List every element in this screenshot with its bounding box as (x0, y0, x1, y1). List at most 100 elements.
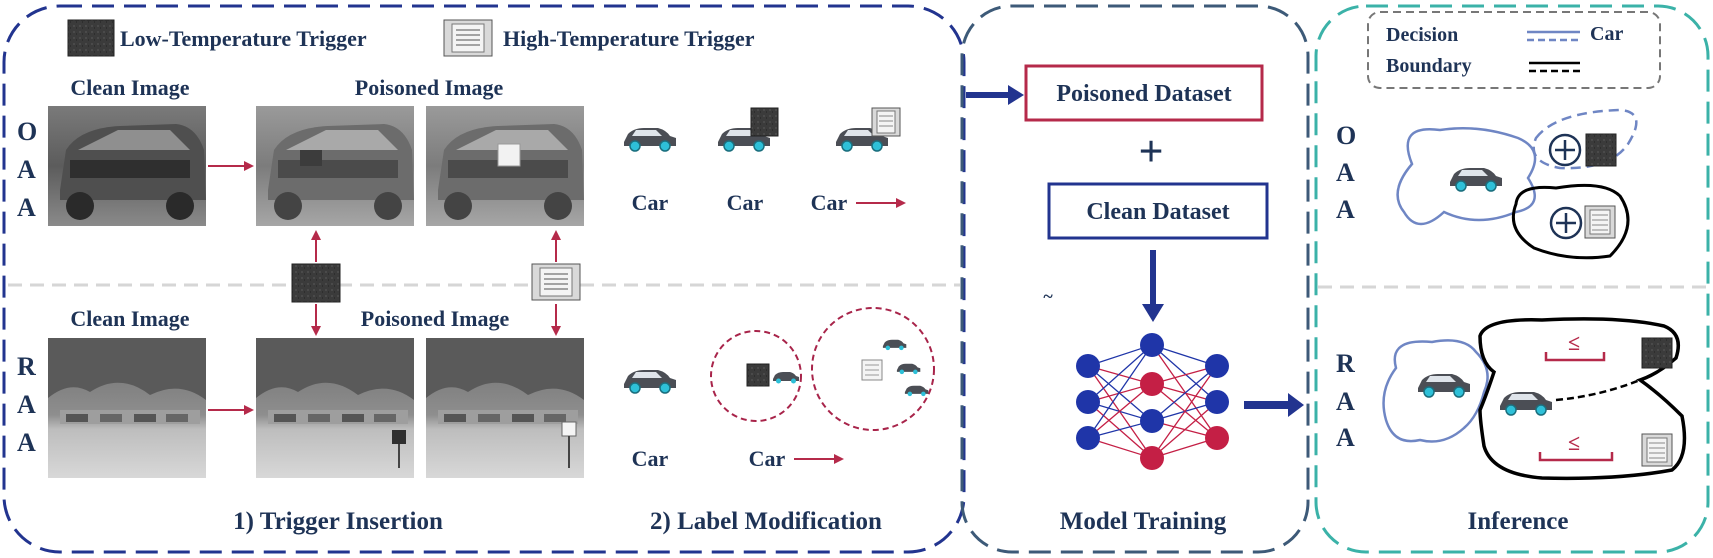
svg-text:A: A (17, 193, 36, 222)
raa-poisoned-image-low (256, 338, 414, 478)
raa-bracket-bottom (1538, 452, 1614, 462)
svg-text:A: A (1336, 423, 1355, 452)
raa-low-trigger-region (710, 330, 802, 422)
nn-edge (1151, 365, 1218, 459)
raa-inference-low-trigger (1641, 337, 1673, 369)
nn-edge (1087, 383, 1153, 439)
svg-text:A: A (17, 428, 36, 457)
raa-poisoned-image-high (426, 338, 584, 478)
oaa-poisoned-image-high (426, 106, 584, 226)
raa-clean-image (48, 338, 206, 478)
trigger-insertion-title: 1) Trigger Insertion (233, 508, 443, 535)
nn-edge (1151, 344, 1218, 439)
oaa-car2-low-trigger (750, 107, 779, 137)
poisoned-dataset-box (1024, 64, 1264, 122)
high-trigger-label: High-Temperature Trigger (503, 26, 755, 51)
raa-inference-car-1 (1418, 374, 1470, 398)
nn-edge (1087, 344, 1153, 439)
inference-section-border (1314, 4, 1710, 554)
clean-dataset-label: Clean Dataset (1086, 199, 1229, 225)
oaa-clean-image (48, 106, 206, 226)
oaa-car-icon-1 (624, 128, 676, 152)
svg-text:O: O (1336, 121, 1356, 150)
legend-low-trigger: Low-Temperature Trigger (67, 19, 367, 57)
raa-region-low-trigger (746, 363, 770, 387)
oaa-car-label-1: Car (632, 190, 669, 215)
nn-node (1205, 426, 1229, 450)
raa-leq-bottom: ≤ (1568, 430, 1580, 455)
nn-node (1140, 372, 1164, 396)
nn-node (1205, 354, 1229, 378)
oaa-high-trigger-boundary (1511, 183, 1630, 260)
nn-node (1076, 354, 1100, 378)
svg-text:R: R (1336, 349, 1355, 378)
oaa-inference-high-trigger (1584, 205, 1616, 239)
raa-dashed-distance-line (1555, 378, 1641, 402)
raa-leq-top: ≤ (1568, 330, 1580, 355)
nn-node (1140, 446, 1164, 470)
nn-edge (1151, 401, 1218, 459)
raa-region-high-trigger (861, 359, 883, 381)
oaa-plus-high-icon (1549, 206, 1583, 240)
svg-text:A: A (17, 390, 36, 419)
oaa-car3-high-trigger (871, 107, 901, 137)
oaa-side-label: O A A (17, 117, 37, 222)
oaa-poisoned-image-label: Poisoned Image (355, 75, 504, 100)
oaa-clean-image-label: Clean Image (70, 75, 189, 100)
training-section-border (960, 4, 1310, 554)
legend-high-trigger: High-Temperature Trigger (443, 19, 755, 57)
raa-inference-high-trigger (1641, 433, 1673, 467)
svg-text:O: O (17, 117, 37, 146)
raa-region-car-c (904, 385, 929, 397)
poisoned-dataset-label: Poisoned Dataset (1056, 81, 1231, 107)
oaa-low-trigger-boundary (1532, 108, 1638, 170)
low-trigger-label: Low-Temperature Trigger (120, 26, 367, 51)
inference-oaa-label: O A A (1336, 121, 1356, 224)
inference-title: Inference (1468, 508, 1569, 535)
svg-text:A: A (1336, 195, 1355, 224)
raa-high-trigger-region (811, 307, 935, 431)
nn-node (1076, 426, 1100, 450)
model-to-inference-arrow (1244, 393, 1304, 417)
low-trigger-swatch (67, 19, 115, 57)
oaa-inference-low-trigger (1585, 133, 1617, 167)
nn-node (1205, 390, 1229, 414)
middle-low-trigger (291, 263, 341, 303)
high-trigger-swatch (443, 19, 493, 57)
raa-trigger-boundary (1478, 317, 1687, 481)
to-poisoned-dataset-arrow (966, 85, 1024, 105)
dataset-to-model-arrow (1142, 250, 1164, 322)
nn-node (1076, 390, 1100, 414)
legend-boundary-text: Boundary (1386, 55, 1472, 77)
oaa-plus-low-icon (1548, 133, 1582, 167)
oaa-car-label-2: Car (727, 190, 764, 215)
attack-section-border (2, 4, 966, 554)
inference-raa-label: R A A (1336, 349, 1355, 452)
nn-edge (1151, 365, 1218, 422)
neural-network-nodes (1076, 333, 1229, 470)
model-training-title: Model Training (1060, 508, 1227, 535)
legend-decision-text: Decision (1386, 24, 1458, 46)
raa-region-car-a (882, 339, 907, 351)
raa-region-car-b (896, 363, 921, 375)
nn-node (1140, 333, 1164, 357)
raa-poisoned-image-label: Poisoned Image (361, 306, 510, 331)
inference-legend-box (1367, 11, 1661, 89)
raa-bracket-top (1544, 352, 1606, 362)
raa-car-icon-1 (624, 370, 676, 394)
nn-edge (1151, 344, 1218, 403)
tilde-mark: ~ (1043, 286, 1053, 306)
svg-text:A: A (1336, 158, 1355, 187)
oaa-car-label-3: Car (811, 190, 848, 215)
middle-high-trigger (531, 263, 581, 301)
raa-inference-car-2 (1500, 392, 1552, 416)
svg-text:R: R (17, 352, 36, 381)
legend-car-text: Car (1590, 23, 1623, 45)
nn-edge (1087, 344, 1153, 403)
raa-clean-image-label: Clean Image (70, 306, 189, 331)
raa-side-label: R A A (17, 352, 36, 457)
oaa-inference-car (1450, 168, 1502, 192)
svg-text:A: A (17, 155, 36, 184)
raa-car-label-2: Car (749, 446, 786, 471)
